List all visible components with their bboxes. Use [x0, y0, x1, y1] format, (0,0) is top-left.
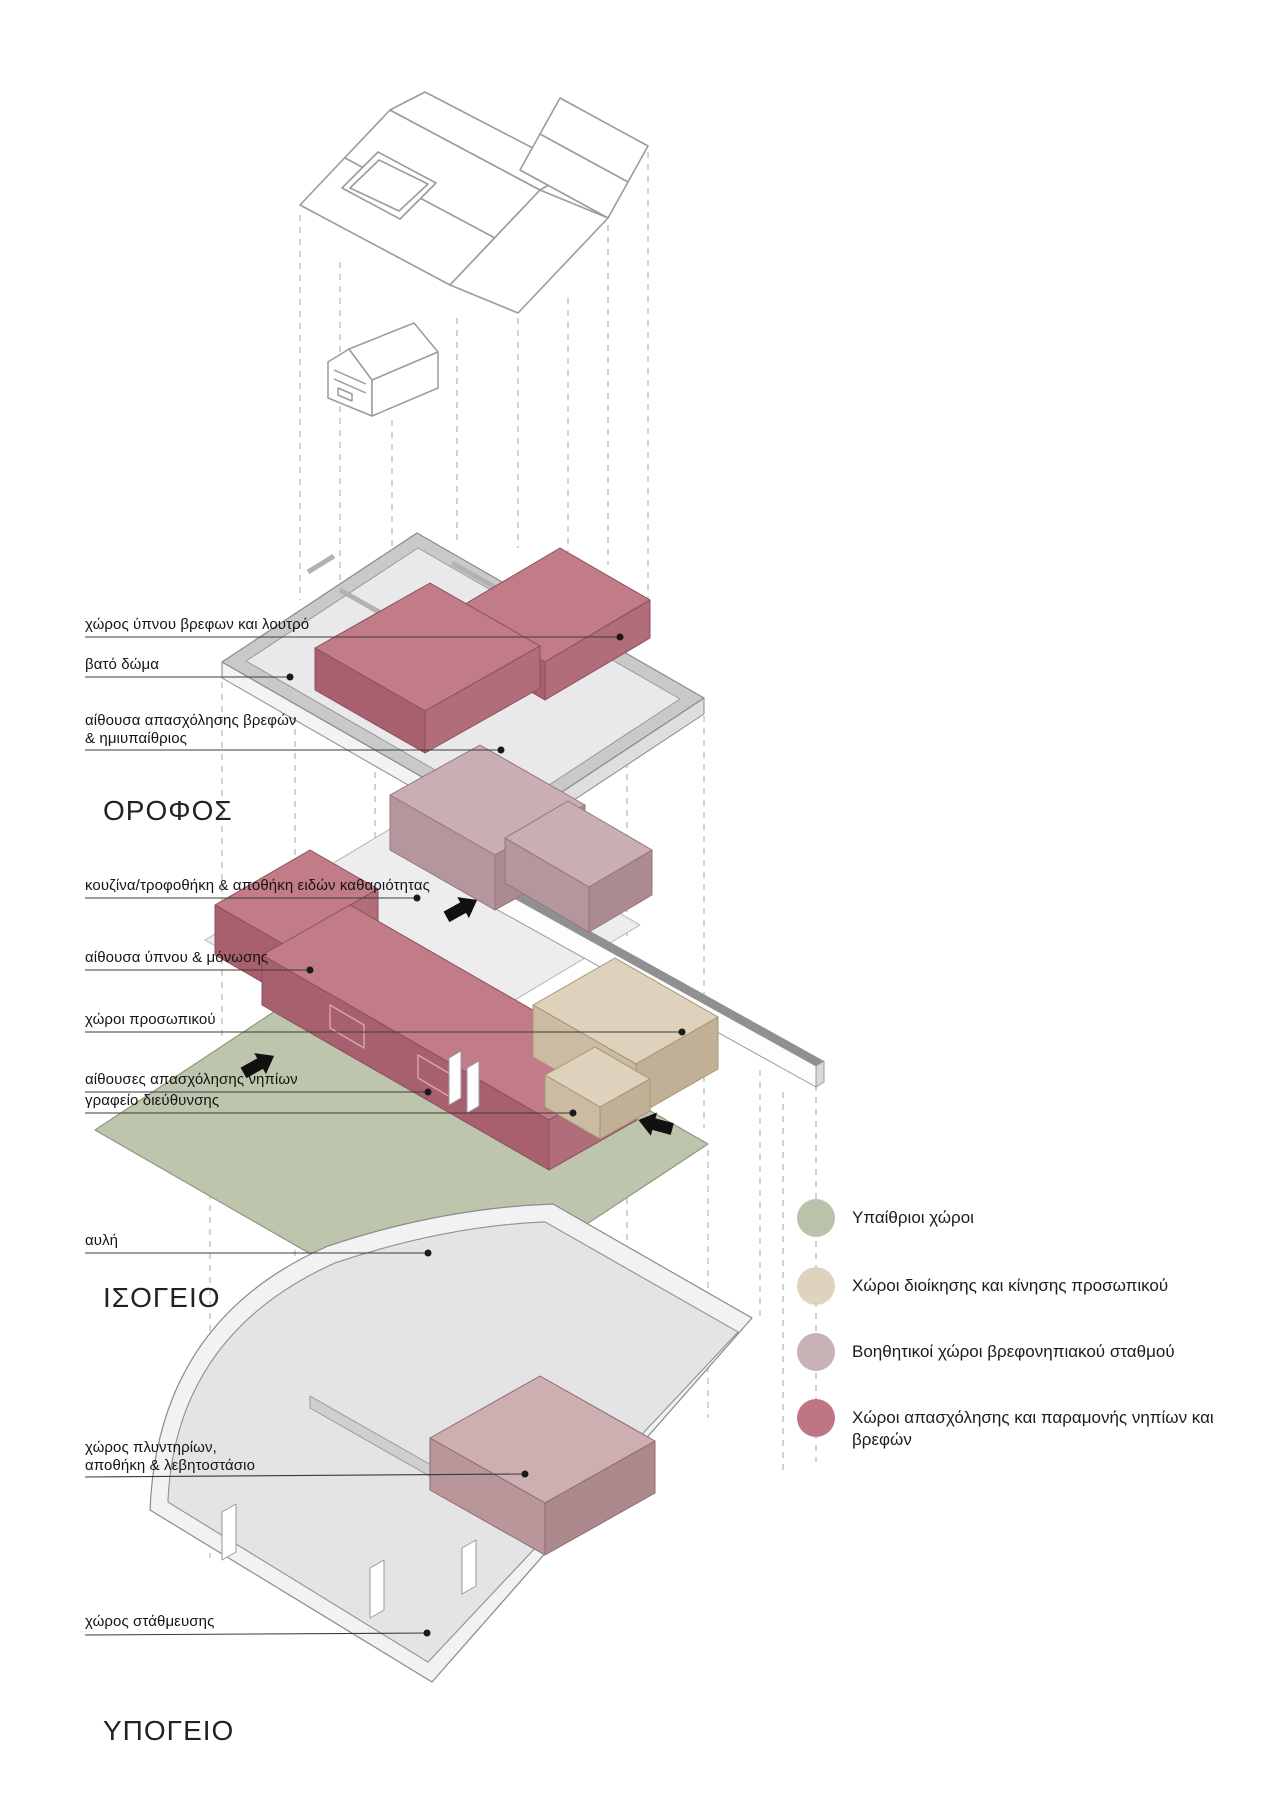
legend-label-auxiliary: Βοηθητικοί χώροι βρεφονηπιακού σταθμού: [852, 1342, 1175, 1361]
roof-outline: [299, 91, 649, 314]
arrow-icon: [443, 897, 478, 923]
label-laundry: χώρος πλυντηρίων, αποθήκη & λεβητοστάσιο: [85, 1439, 256, 1474]
entrance-arrows: [240, 897, 674, 1136]
upper-rose-box-infant-activity: [314, 582, 541, 754]
label-sleep-isolation: αίθουσα ύπνου & μόνωσης: [85, 949, 269, 966]
legend-swatch-auxiliary: [797, 1333, 835, 1371]
label-infant-activity: αίθουσα απασχόλησης βρεφών & ημιυπαίθριο…: [85, 712, 297, 747]
legend-swatch-open-air: [797, 1199, 835, 1237]
legend-label-administration: Χώροι διοίκησης και κίνησης προσωπικού: [852, 1276, 1169, 1295]
legend-swatch-administration: [797, 1267, 835, 1305]
dormer-piece-outline: [327, 322, 439, 417]
arrow-icon: [240, 1053, 275, 1079]
skylight-outline: [341, 151, 437, 220]
legend-label-open-air: Υπαίθριοι χώροι: [852, 1208, 974, 1227]
management-office-box: [544, 1046, 651, 1140]
label-staff: χώροι προσωπικού: [85, 1011, 216, 1028]
laundry-box: [429, 1375, 656, 1556]
label-management-office: γραφείο διεύθυνσης: [85, 1092, 220, 1109]
legend-swatch-children: [797, 1399, 835, 1437]
leader-lines: [84, 633, 686, 1637]
floor-title-basement: ΥΠΟΓΕΙΟ: [103, 1715, 235, 1746]
label-walkable-roof: βατό δώμα: [85, 656, 160, 673]
legend-swatches: [797, 1199, 835, 1437]
label-parking: χώρος στάθμευσης: [85, 1613, 215, 1630]
kitchen-box-b: [504, 800, 653, 933]
upper-floor-volumes: [314, 547, 651, 754]
legend-label-children: Χώροι απασχόλησης και παραμονής νηπίων κ…: [852, 1408, 1214, 1449]
basement: [149, 1203, 753, 1683]
label-sleep-bath: χώρος ύπνου βρεφων και λουτρό: [85, 616, 310, 633]
label-toddler-activity: αίθουσες απασχόλησης νηπίων: [85, 1071, 298, 1088]
label-courtyard: αυλή: [85, 1232, 119, 1249]
arrow-icon: [638, 1112, 674, 1136]
label-kitchen: κουζίνα/τροφοθήκη & αποθήκη ειδών καθαρι…: [85, 877, 430, 894]
floor-title-ground: ΙΣΟΓΕΙΟ: [103, 1282, 221, 1313]
ground-door-slabs: [448, 1050, 480, 1114]
basement-door-slabs: [221, 1503, 477, 1619]
floor-title-upper: ΟΡΟΦΟΣ: [103, 795, 233, 826]
